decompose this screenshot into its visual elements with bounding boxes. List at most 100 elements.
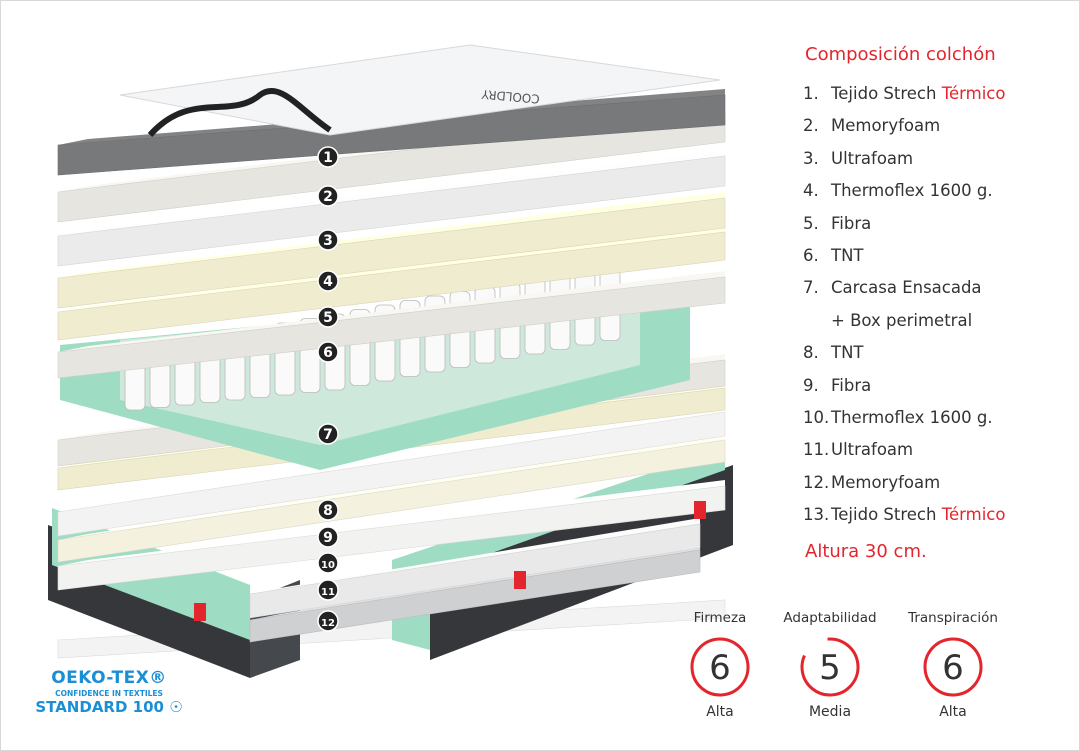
composition-item: + Box perimetral [803,310,1005,342]
composition-item: 7. Carcasa Ensacada [803,277,1005,309]
item-number: 8. [803,343,819,363]
rating-value: 5 [819,648,841,688]
composition-item: 10.Thermoflex 1600 g. [803,407,1005,439]
item-text: Ultrafoam [831,440,914,460]
item-number: 5. [803,213,819,233]
item-text: Tejido Strech [831,505,942,525]
svg-text:12: 12 [321,618,335,629]
svg-text:4: 4 [323,274,333,290]
oeko-tex-logo: OEKO-TEX® CONFIDENCE IN TEXTILES STANDAR… [34,668,184,716]
item-text: Carcasa Ensacada [831,278,982,298]
item-text: Ultrafoam [831,148,914,168]
rating-level: Alta [706,704,734,720]
oeko-standard: STANDARD 100 ☉ [35,698,183,716]
item-text: Tejido Strech [831,84,942,103]
svg-text:9: 9 [323,530,333,546]
item-text: Fibra [831,375,872,395]
svg-text:3: 3 [323,233,333,249]
composition-item: 1. Tejido Strech Térmico [803,83,1005,115]
composition-item: 13.Tejido Strech Térmico [803,504,1005,536]
layer-badge-12: 12 [317,610,339,632]
svg-text:2: 2 [323,189,333,205]
top-fabric-cover: COOLDRY [119,44,721,138]
svg-text:7: 7 [323,427,333,443]
item-number: 13. [803,505,830,525]
composition-item: 8. TNT [803,342,1005,374]
composition-item: 12.Memoryfoam [803,472,1005,504]
composition-item: 11.Ultrafoam [803,439,1005,471]
layer-badge-6: 6 [317,341,339,363]
layer-badge-3: 3 [317,229,339,251]
item-text: Thermoflex 1600 g. [831,407,993,427]
svg-text:1: 1 [323,150,333,166]
rating-label: Adaptabilidad [783,610,877,626]
layer-badge-4: 4 [317,270,339,292]
brand-tag-icon [694,501,706,519]
layer-badge-11: 11 [317,579,339,601]
rating-value: 6 [709,648,731,688]
layer-11-ultrafoam [249,518,701,619]
item-number: 10. [803,407,830,427]
rating-level: Alta [939,704,967,720]
item-accent: Térmico [941,84,1006,103]
layer-badge-7: 7 [317,423,339,445]
rating-level: Media [808,704,852,720]
item-accent: Térmico [941,505,1006,525]
rating-ring: 5 [800,637,860,697]
item-number: 9. [803,375,819,395]
layer-10-thermoflex [57,480,726,591]
svg-text:11: 11 [321,587,335,598]
item-number: 7. [803,278,819,298]
height-label: Altura 30 cm. [805,541,927,562]
layer-4-thermoflex [57,192,726,309]
item-number: 4. [803,181,819,201]
item-number: 12. [803,472,830,492]
svg-text:10: 10 [321,560,335,571]
svg-text:8: 8 [323,503,333,519]
oeko-name: OEKO-TEX® [51,668,167,688]
rating-ring: 6 [690,637,750,697]
svg-text:6: 6 [323,345,333,361]
item-text: Fibra [831,213,872,233]
layer-badge-2: 2 [317,185,339,207]
composition-item: 3. Ultrafoam [803,148,1005,180]
rating-label: Firmeza [693,610,747,626]
item-number: 11. [803,440,830,460]
item-text: + Box perimetral [831,310,973,330]
composition-item: 2.Memoryfoam [803,115,1005,147]
item-number: 3. [803,148,819,168]
rating-ring: 6 [923,637,983,697]
oeko-tagline: CONFIDENCE IN TEXTILES [55,689,163,698]
brand-text: COOLDRY [480,87,540,106]
composition-item: 5. Fibra [803,213,1005,245]
layer-badge-5: 5 [317,306,339,328]
composition-item: 4.Thermoflex 1600 g. [803,180,1005,212]
layer-badge-9: 9 [317,526,339,548]
layer-badge-8: 8 [317,499,339,521]
item-text: Memoryfoam [831,116,941,136]
item-number: 1. [803,84,819,103]
brand-tag-icon [514,571,526,589]
composition-item: 6. TNT [803,245,1005,277]
rating-value: 6 [942,648,964,688]
layer-8-tnt [57,406,726,537]
layer-6-tnt [57,271,726,379]
item-text: TNT [831,343,864,363]
svg-text:5: 5 [323,310,333,326]
layer-3-ultrafoam [57,150,726,267]
item-text: TNT [831,245,864,265]
item-number: 6. [803,245,819,265]
layer-badge-1: 1 [317,146,339,168]
composition-item: 9. Fibra [803,375,1005,407]
composition-title: Composición colchón [805,44,996,65]
globe-icon: ☉ [169,698,183,716]
item-text: Memoryfoam [831,472,941,492]
rating-label: Transpiración [908,610,998,626]
brand-tag-icon [194,603,206,621]
layer-badge-10: 10 [317,552,339,574]
